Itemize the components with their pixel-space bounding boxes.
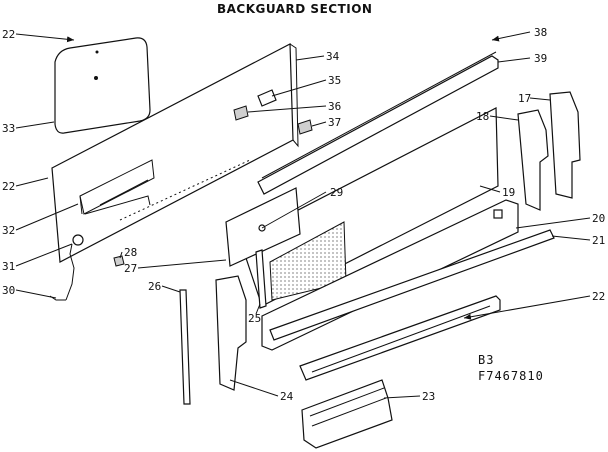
part-18-side-bracket [517, 109, 549, 211]
callout-38: 38 [534, 26, 547, 39]
model-code: B3 [478, 353, 494, 367]
part-22-bottom-strip [299, 295, 501, 381]
part-19-control-panel [239, 107, 499, 307]
part-33-panel [54, 37, 151, 134]
callout-24: 24 [280, 390, 294, 403]
part-21-trim-strip [269, 229, 555, 341]
part-24-side-piece [215, 275, 247, 391]
callout-17: 17 [518, 92, 531, 105]
callout-34: 34 [326, 50, 340, 63]
model-number: F7467810 [478, 369, 544, 383]
callout-35: 35 [328, 74, 341, 87]
callout-25: 25 [248, 312, 261, 325]
callout-32: 32 [2, 224, 15, 237]
part-34-back-panel [51, 43, 299, 263]
callout-labels: 22 33 34 35 36 37 38 39 22 32 31 30 28 2… [2, 26, 605, 403]
callout-27: 27 [124, 262, 137, 275]
callout-33: 33 [2, 122, 15, 135]
callout-26: 26 [148, 280, 161, 293]
callout-19: 19 [502, 186, 515, 199]
callout-36: 36 [328, 100, 341, 113]
part-37-clip [297, 119, 313, 135]
part-36-switch [233, 105, 249, 121]
callout-21: 21 [592, 234, 605, 247]
callout-20: 20 [592, 212, 605, 225]
part-23-endcap [301, 379, 393, 449]
callout-29: 29 [330, 186, 343, 199]
leader-lines [15, 31, 591, 399]
part-30-cord [49, 295, 66, 301]
callout-30: 30 [2, 284, 15, 297]
callout-31: 31 [2, 260, 15, 273]
part-35-bracket [257, 89, 277, 107]
part-31-connector [65, 234, 84, 301]
callout-22c: 22 [592, 290, 605, 303]
callout-23: 23 [422, 390, 435, 403]
part-25-strip [255, 249, 267, 309]
callout-28: 28 [124, 246, 137, 259]
callout-22b: 22 [2, 180, 15, 193]
callout-39: 39 [534, 52, 547, 65]
part-28-clip [113, 255, 125, 267]
callout-18: 18 [476, 110, 489, 123]
part-39-top-trim [257, 51, 499, 195]
part-17-side-bracket [549, 91, 581, 199]
diagram-title: BACKGUARD SECTION [217, 2, 372, 16]
part-26-strip [179, 289, 191, 405]
callout-37: 37 [328, 116, 341, 129]
callout-22a: 22 [2, 28, 15, 41]
